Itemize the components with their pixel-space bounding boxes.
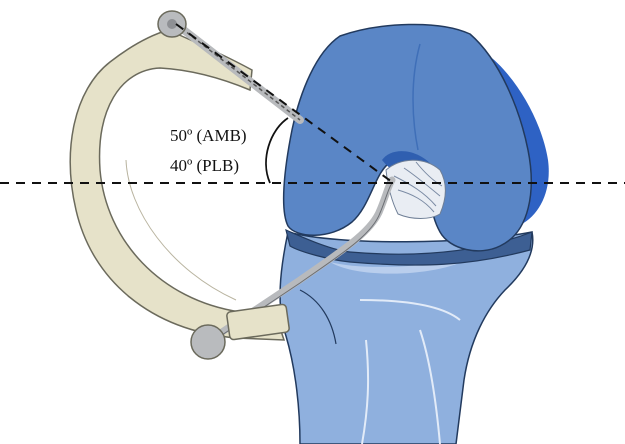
top-knob-center — [167, 19, 177, 29]
angle-label-amb: 50º (AMB) — [170, 126, 247, 146]
drill-guide-arm — [70, 30, 284, 340]
top-knob — [158, 11, 186, 37]
ligament-fibers — [386, 160, 445, 218]
acl-ligament — [386, 160, 445, 218]
angle-label-plb: 40º (PLB) — [170, 156, 239, 176]
bottom-knob-disc — [191, 325, 225, 359]
